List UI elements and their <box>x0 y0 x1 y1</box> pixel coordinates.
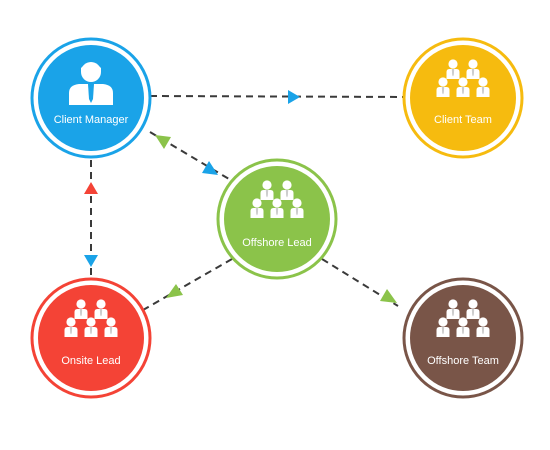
node-label: Client Manager <box>54 114 129 126</box>
node-client-manager: Client Manager <box>30 37 152 159</box>
arrow-down-right <box>202 161 218 175</box>
node-label: Onsite Lead <box>61 355 120 367</box>
connection-client-manager-to-onsite-lead <box>84 160 98 284</box>
arrow-down-right <box>380 289 397 303</box>
node-client-team: Client Team <box>402 37 524 159</box>
single-person-icon <box>69 62 113 105</box>
arrow-down-left <box>166 284 183 298</box>
node-offshore-lead: Offshore Lead <box>216 158 338 280</box>
node-label: Offshore Lead <box>242 237 312 249</box>
connection-offshore-lead-to-offshore-team <box>321 258 399 307</box>
node-label: Client Team <box>434 114 492 126</box>
node-offshore-team: Offshore Team <box>402 277 524 399</box>
connection-offshore-lead-to-onsite-lead <box>142 258 233 311</box>
connection-client-manager-to-client-team <box>149 90 409 104</box>
arrow-up <box>84 182 98 194</box>
arrow-right <box>288 90 300 104</box>
connection-client-manager-to-offshore-lead <box>149 131 235 183</box>
arrow-up-left <box>155 135 171 149</box>
arrow-down <box>84 255 98 267</box>
node-onsite-lead: Onsite Lead <box>30 277 152 399</box>
node-label: Offshore Team <box>427 355 499 367</box>
